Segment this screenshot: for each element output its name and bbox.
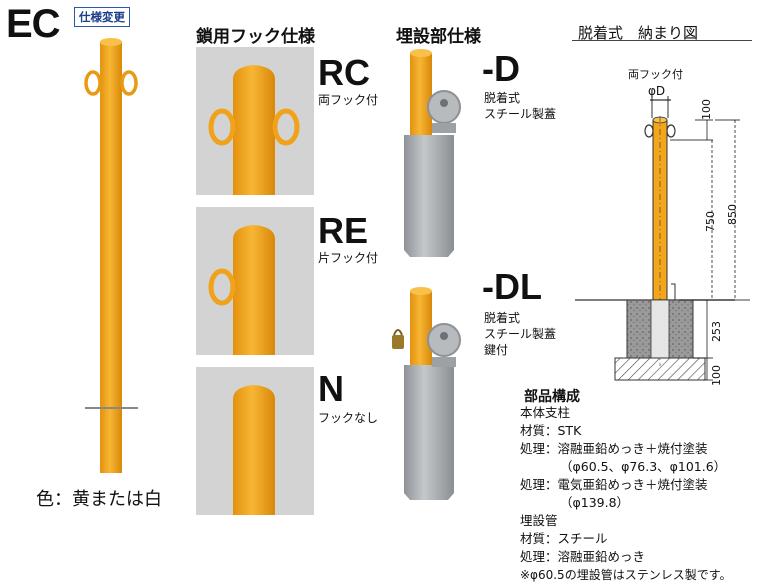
installation-diagram: [575, 96, 750, 381]
parts-line: （φ60.5、φ76.3、φ101.6）: [560, 459, 727, 474]
parts-line: 処理：溶融亜鉛めっき: [520, 549, 646, 564]
hook-code-re: RE: [318, 210, 369, 251]
buried-dl-line3: 鍵付: [484, 343, 509, 357]
diagram-title-underline: [572, 40, 752, 41]
buried-dl-line1: 脱着式: [484, 311, 521, 325]
buried-dl-line2: スチール製蓋: [484, 327, 557, 341]
post-body: [100, 41, 122, 473]
hook-spec-title: 鎖用フック仕様: [196, 27, 315, 47]
buried-spec-title: 埋設部仕様: [396, 27, 481, 47]
diagram-title: 脱着式 納まり図: [578, 24, 699, 42]
parts-line: 処理：電気亜鉛めっき＋焼付塗装: [520, 477, 708, 492]
dim-750: 750: [704, 211, 717, 232]
buried-d-line2: スチール製蓋: [484, 107, 557, 121]
color-note: 色：黄または白: [36, 489, 162, 510]
diagram-diameter: φD: [648, 84, 666, 98]
dim-253: 253: [710, 321, 723, 342]
parts-line: 埋設管: [520, 513, 558, 528]
parts-line: 処理：溶融亜鉛めっき＋焼付塗装: [520, 441, 708, 456]
parts-line: ※φ60.5の埋設管はステンレス製です。: [520, 568, 732, 582]
hook-n-photo: [196, 367, 314, 515]
hook-desc-re: 片フック付: [318, 251, 379, 265]
hook-rc-photo: [196, 47, 314, 195]
buried-dl-illustration: [392, 287, 461, 500]
buried-code-d: -D: [482, 48, 520, 89]
parts-title: 部品構成: [524, 389, 580, 405]
hook-left: [84, 70, 102, 96]
buried-d-illustration: [404, 49, 461, 257]
buried-code-dl: -DL: [482, 266, 542, 307]
parts-line: 本体支柱: [520, 405, 571, 420]
parts-line: （φ139.8）: [560, 495, 630, 510]
spec-change-badge: 仕様変更: [74, 7, 130, 27]
model-code: EC: [6, 2, 61, 46]
hook-desc-n: フックなし: [318, 411, 379, 425]
diagram-hook-label: 両フック付: [628, 68, 683, 81]
dim-850: 850: [726, 204, 739, 225]
parts-line: 材質：STK: [520, 423, 582, 438]
hook-re-photo: [196, 207, 314, 355]
parts-line: 材質：スチール: [520, 531, 608, 546]
hook-right: [120, 70, 138, 96]
dim-top-100: 100: [700, 99, 713, 120]
padlock-icon: [392, 335, 404, 349]
buried-d-line1: 脱着式: [484, 91, 521, 105]
hook-desc-rc: 両フック付: [318, 93, 379, 107]
hook-code-rc: RC: [318, 52, 370, 93]
dim-base-100: 100: [710, 365, 723, 386]
hook-code-n: N: [318, 368, 344, 409]
main-post-illustration: [84, 38, 138, 473]
post-cap: [100, 38, 122, 46]
parts-list: 本体支柱 材質：STK 処理：溶融亜鉛めっき＋焼付塗装 （φ60.5、φ76.3…: [520, 404, 778, 584]
